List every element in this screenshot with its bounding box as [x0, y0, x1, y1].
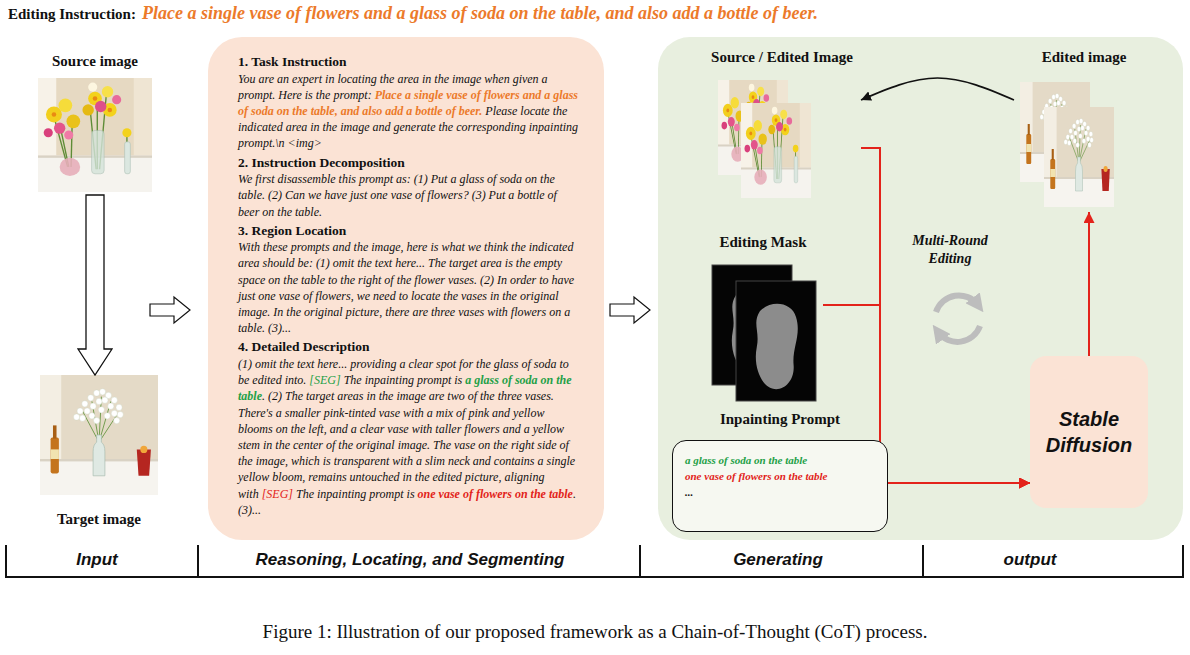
- section-body: You are an expert in locating the area i…: [238, 71, 580, 152]
- target-image: Target image: [30, 375, 168, 528]
- section-heading: 1. Task Instruction: [238, 53, 580, 71]
- photo: [1044, 107, 1114, 207]
- prompt-line: ...: [685, 484, 879, 500]
- section-body: (1) omit the text here... providing a cl…: [238, 356, 580, 518]
- model-box: Stable Diffusion: [1030, 356, 1148, 508]
- hollow-arrow: [610, 297, 650, 323]
- image-caption: Editing Mask: [719, 233, 806, 251]
- image-caption: Source / Edited Image: [711, 48, 853, 66]
- stage-label: Reasoning, Locating, and Segmenting: [256, 550, 565, 570]
- stage-label: Input: [76, 550, 118, 570]
- instruction-text: Place a single vase of flowers and a gla…: [142, 2, 818, 24]
- section-body: We first disassemble this prompt as: (1)…: [238, 171, 580, 220]
- prompt-line: a glass of soda on the table: [685, 452, 879, 468]
- stage-label: Generating: [733, 550, 823, 570]
- section-heading: 4. Detailed Description: [238, 338, 580, 356]
- photo: [40, 375, 158, 495]
- section-body: With these prompts and the image, here i…: [238, 239, 580, 336]
- image-caption: Edited image: [1042, 48, 1127, 66]
- cycle-icon: [938, 326, 980, 342]
- hollow-arrow: [150, 297, 190, 323]
- image-stack: Source / Edited Image: [703, 48, 861, 200]
- section-heading: 3. Region Location: [238, 222, 580, 240]
- section-heading: 2. Instruction Decomposition: [238, 154, 580, 172]
- body-text: one vase of flowers on the table: [418, 487, 573, 501]
- reasoning-text: 1. Task InstructionYou are an expert in …: [238, 53, 580, 518]
- body-text: We first disassemble this prompt as: (1)…: [238, 172, 557, 218]
- image-caption: Target image: [57, 510, 141, 528]
- hollow-arrow: [78, 195, 112, 375]
- heading-text: 4. Detailed Description: [238, 339, 370, 354]
- reasoning-box: 1. Task InstructionYou are an expert in …: [208, 37, 604, 540]
- connector: [861, 148, 1030, 483]
- loop-label: Multi-Round Editing: [895, 232, 1005, 268]
- figure-caption: Figure 1: Illustration of our proposed f…: [0, 620, 1190, 644]
- body-text: The inpainting prompt is: [344, 373, 463, 387]
- heading-text: 3. Region Location: [238, 223, 346, 238]
- cycle-icon: [936, 295, 978, 312]
- mask-frame: [736, 281, 816, 401]
- body-text: The inpainting prompt is: [296, 487, 415, 501]
- connector: [1088, 212, 1090, 356]
- instruction-key: Editing Instruction:: [8, 5, 136, 23]
- mask-stack: Editing Mask: [703, 233, 823, 402]
- panel-background: [658, 37, 1183, 540]
- prompt-outline: a glass of soda on the tableone vase of …: [672, 440, 888, 532]
- photo: [38, 78, 152, 192]
- heading-text: 2. Instruction Decomposition: [238, 155, 405, 170]
- stage-label: output: [1004, 550, 1057, 570]
- box-heading: Inpainting Prompt: [672, 410, 888, 428]
- prompt-box: Inpainting Prompt a glass of soda on the …: [672, 410, 888, 532]
- source-image: Source image: [30, 52, 160, 195]
- body-text: [SEG]: [309, 373, 340, 387]
- mask-image: [736, 281, 816, 401]
- stage-bar: [6, 545, 1183, 577]
- body-text: . (2) The target areas in the image are …: [238, 389, 575, 500]
- body-text: With these prompts and the image, here i…: [238, 240, 574, 335]
- photo: [741, 103, 811, 198]
- image-stack: Edited image: [1014, 48, 1154, 212]
- connector: [888, 482, 1030, 484]
- prompt-line: one vase of flowers on the table: [685, 468, 879, 484]
- image-caption: Source image: [52, 52, 138, 70]
- connector: [861, 78, 1014, 100]
- heading-text: 1. Task Instruction: [238, 54, 346, 69]
- body-text: [SEG]: [262, 487, 293, 501]
- model-name: Stable Diffusion: [1036, 406, 1142, 458]
